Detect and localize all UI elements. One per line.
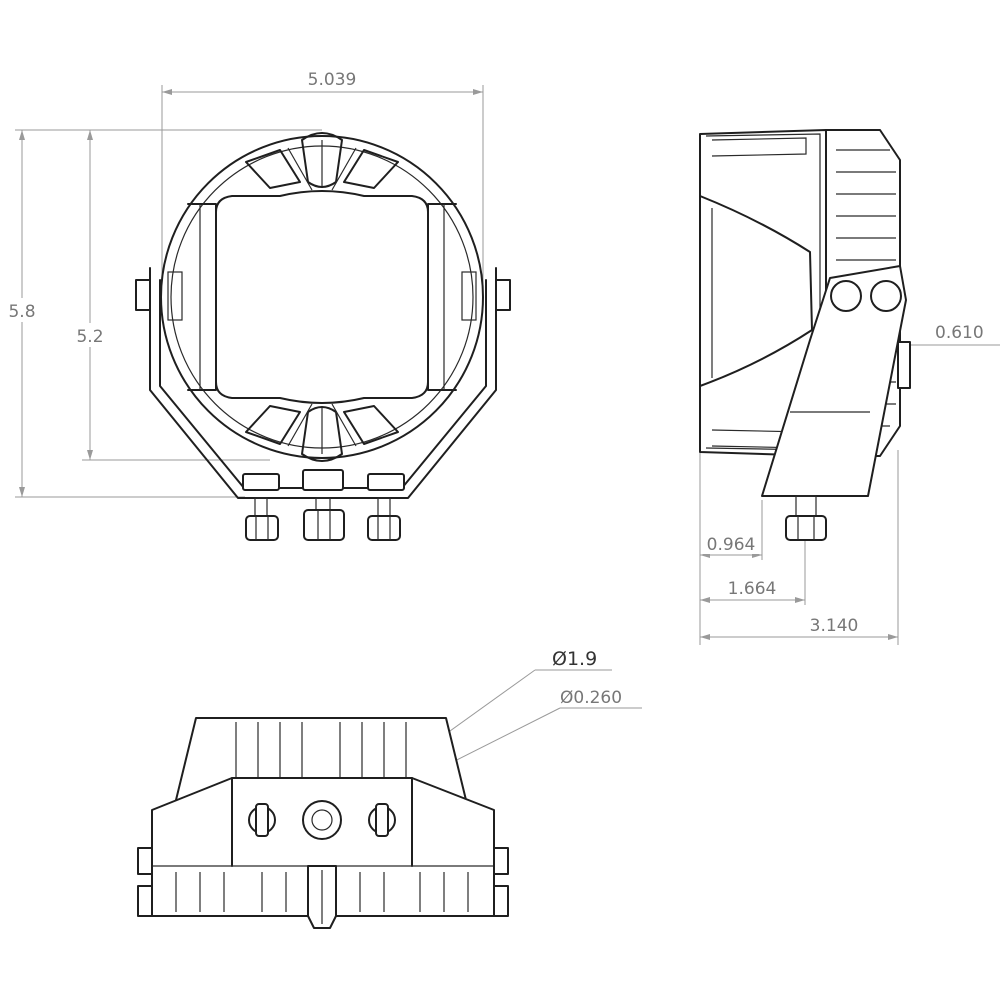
side-dim-b-label: 1.664 xyxy=(728,579,777,599)
side-housing xyxy=(699,129,911,541)
front-dimensions xyxy=(15,85,484,498)
diameter-large-label: Ø1.9 xyxy=(552,648,597,670)
housing-height-label: 5.2 xyxy=(76,327,103,347)
side-view: 0.610 0.964 1.664 3.140 xyxy=(699,129,1000,645)
side-dim-a-label: 0.964 xyxy=(707,535,756,555)
side-depth-label: 3.140 xyxy=(810,616,859,636)
overall-height-label: 5.8 xyxy=(8,302,35,322)
front-mount-bracket xyxy=(135,267,511,541)
front-width-label: 5.039 xyxy=(308,70,357,90)
front-view: 5.039 5.8 5.2 xyxy=(4,66,511,541)
diameter-small-label: Ø0.260 xyxy=(560,688,622,708)
bolt-offset-label: 0.610 xyxy=(935,323,984,343)
rear-housing xyxy=(137,717,509,929)
rear-view: Ø1.9 Ø0.260 xyxy=(137,648,642,929)
front-housing xyxy=(160,132,484,462)
